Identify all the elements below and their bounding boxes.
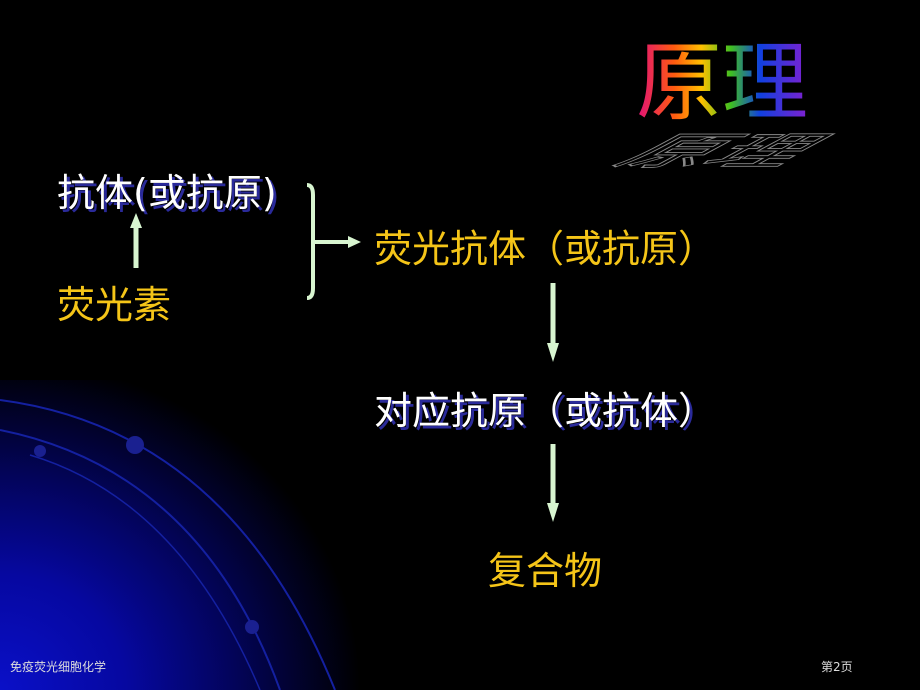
antibody-label: 抗体(或抗原) [57,171,277,215]
background-glow [0,380,420,690]
corresponding-antigen-label: 对应抗原（或抗体） [374,389,717,433]
dot [34,445,46,457]
fluorescein-label: 荧光素 [57,283,172,327]
slide-title: 原理 [636,33,808,133]
complex-label: 复合物 [488,549,603,593]
dot [245,620,259,634]
footer-course: 免疫荧光细胞化学 [10,660,107,674]
fluorescent-antibody-label: 荧光抗体（或抗原） [374,227,717,271]
page-number: 第2页 [821,660,853,674]
brace [306,183,315,300]
dot [126,436,144,454]
